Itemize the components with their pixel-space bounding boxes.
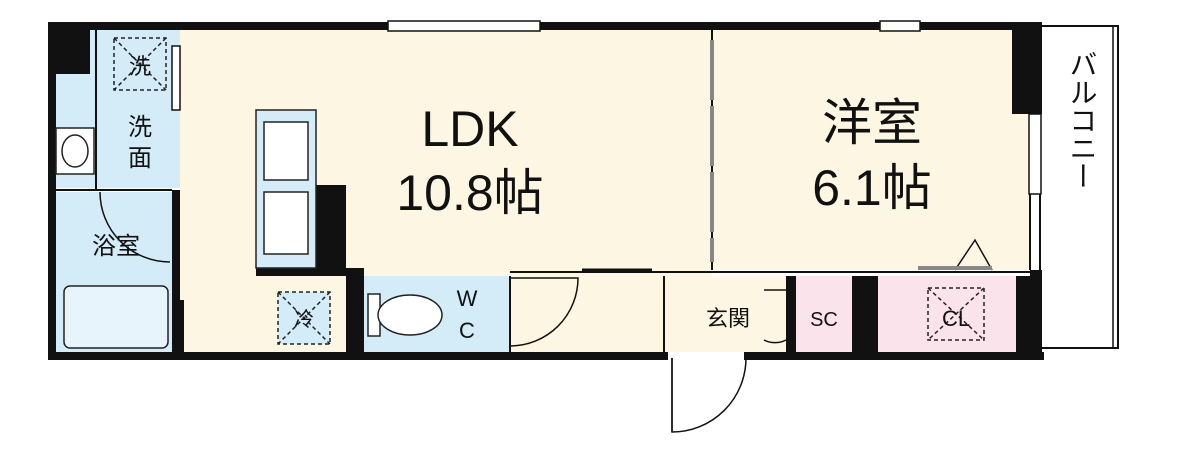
wall-pillar-bottom-left (172, 300, 184, 360)
washroom-label-2: 面 (128, 145, 152, 172)
western-room-floor (712, 30, 1030, 270)
washroom-label-1: 洗 (128, 114, 152, 141)
entrance-floor (664, 276, 796, 352)
shoe-closet-label: SC (810, 309, 838, 331)
ldk-name-label: LDK (421, 101, 518, 157)
window-western (879, 20, 921, 32)
balcony-label: バルコニー (1067, 50, 1098, 190)
window-washroom (171, 45, 181, 111)
wall-pillar-right (1012, 22, 1042, 114)
window-balcony (1028, 113, 1042, 195)
wall-left (48, 22, 56, 360)
toilet-bowl (377, 294, 443, 336)
room-labels: LDK 10.8帖 洋室 6.1帖 洗 洗 面 浴室 冷 W C 玄関 SC C… (92, 50, 1098, 343)
wall-pillar-bottom-right (1016, 276, 1042, 360)
wall-inner-sc (852, 276, 878, 360)
door-bath (99, 191, 171, 263)
floor-areas (55, 25, 1119, 352)
door-western (954, 238, 993, 271)
walls (48, 22, 1044, 360)
western-name-label: 洋室 (822, 95, 922, 151)
entrance-label: 玄関 (706, 306, 750, 331)
wall-inner-mid (346, 268, 364, 360)
toilet-label-2: C (459, 318, 475, 343)
kitchen-stove (263, 191, 309, 255)
bath-label: 浴室 (92, 233, 140, 260)
toilet-label-1: W (457, 286, 478, 311)
wall-top-left (48, 22, 388, 30)
kitchen-sink (263, 121, 309, 181)
washer-label: 洗 (129, 54, 151, 79)
door-front (671, 357, 747, 433)
closet-cross-2 (927, 287, 985, 341)
closet-label: CL (942, 306, 970, 331)
fixtures (55, 37, 985, 349)
wall-pillar-top-left (48, 22, 90, 74)
wall-inner-kitchen (316, 185, 346, 275)
corridor-floor (510, 276, 664, 352)
wash-basin-bowl (61, 134, 89, 168)
door-sc (763, 289, 787, 344)
wall-top-right (920, 22, 1042, 30)
fridge-label: 冷 (294, 308, 314, 331)
wall-inner-entrance (786, 276, 796, 360)
wall-top-mid (540, 22, 880, 30)
fridge-cross-2 (277, 291, 331, 345)
wall-bottom-right (744, 352, 1044, 360)
western-size-label: 6.1帖 (812, 160, 932, 216)
wall-inner-bath (172, 190, 180, 300)
ldk-size-label: 10.8帖 (396, 165, 543, 221)
bathtub (63, 285, 169, 349)
wall-inner-ldk-bottom (256, 268, 364, 276)
windows (171, 20, 1042, 195)
door-wc (509, 277, 579, 347)
shoe-closet-floor (796, 276, 852, 352)
doors (99, 40, 993, 433)
washer-cross-2 (113, 37, 167, 91)
window-ldk (387, 20, 541, 32)
